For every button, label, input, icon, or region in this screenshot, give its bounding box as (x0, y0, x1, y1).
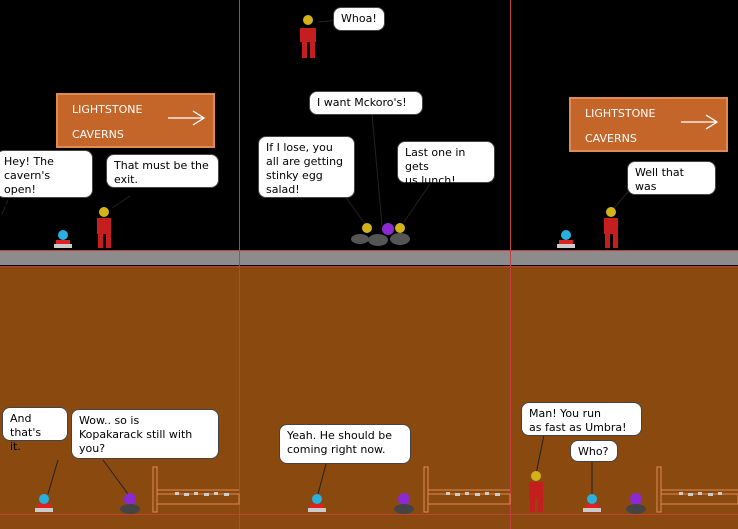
speech-bubble: I want Mckoro's! (309, 91, 423, 115)
speech-bubble: Whoa! (333, 7, 385, 31)
panel-divider (0, 514, 738, 515)
panel-divider (510, 0, 511, 529)
cavern-sign: LIGHTSTONE CAVERNS (56, 93, 215, 148)
speech-bubble: Yeah. He should be coming right now. (279, 424, 411, 464)
bed (152, 466, 240, 513)
speech-bubble: If I lose, you all are getting stinky eg… (258, 136, 355, 198)
speech-bubble: Well that was crazy. (627, 161, 716, 207)
bed (656, 466, 738, 513)
sign-line-1: LIGHTSTONE (72, 103, 143, 116)
panel-divider (0, 266, 738, 267)
panel-5 (240, 266, 510, 529)
speech-bubble: And that's it. (2, 407, 68, 453)
character-blue-small (557, 230, 575, 248)
bed-rocks (175, 492, 229, 496)
panel-divider (239, 0, 240, 529)
panel-4 (0, 266, 239, 529)
sign-line-2: CAVERNS (72, 128, 124, 141)
speech-bubble: Hey! The cavern's open! Let's go boys! (0, 150, 93, 210)
sign-line-1: LIGHTSTONE (585, 107, 656, 120)
bed-rocks (679, 492, 722, 496)
character-purple (394, 493, 414, 514)
character-purple (120, 493, 140, 514)
bed (423, 466, 511, 513)
character-purple (626, 493, 646, 514)
arrow-right-icon (168, 110, 206, 126)
character-blue-small (583, 494, 601, 512)
character-blue-small (308, 494, 326, 512)
character-gold-red (604, 207, 618, 248)
sign-line-2: CAVERNS (585, 132, 637, 145)
speech-bubble: Wow.. so is Kopakarack still with you? (71, 409, 219, 459)
floor (0, 251, 239, 265)
character-group (351, 223, 410, 246)
speech-bubble: Last one in gets us lunch! (397, 141, 495, 187)
character-flying (300, 15, 316, 58)
bed-rocks (446, 492, 500, 496)
character-blue-small (35, 494, 53, 512)
character-gold-red (529, 471, 543, 512)
arrow-right-icon (681, 114, 719, 130)
panel-divider (0, 250, 738, 251)
speech-tails (1, 19, 629, 495)
panel-6 (511, 266, 738, 529)
cavern-sign: LIGHTSTONE CAVERNS (569, 97, 728, 152)
speech-bubble: That must be the exit. (106, 154, 219, 188)
floor (240, 251, 510, 265)
character-blue-small (54, 230, 72, 248)
floor (511, 251, 738, 265)
speech-bubble: Man! You run as fast as Umbra! (521, 402, 642, 436)
speech-bubble: Who? (570, 440, 618, 462)
panel-2 (240, 0, 510, 266)
character-gold-red (97, 207, 111, 248)
